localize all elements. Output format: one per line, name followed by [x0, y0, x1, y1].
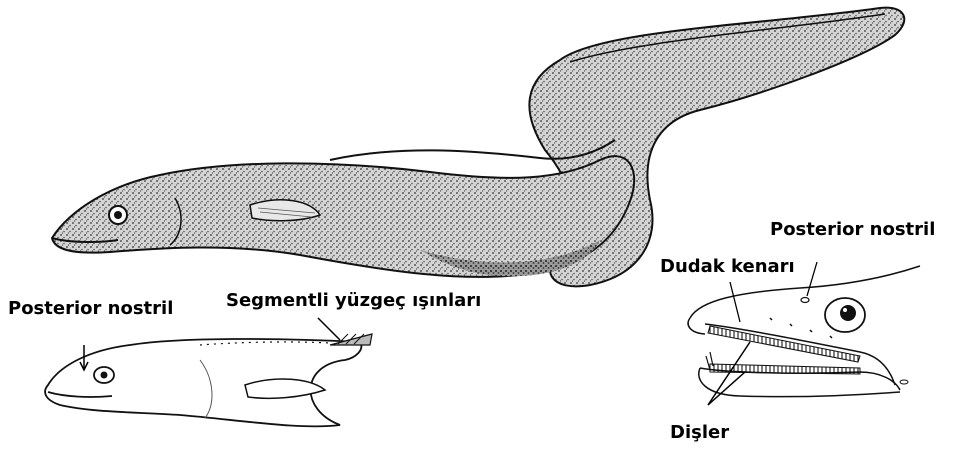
left-head-outline — [45, 339, 361, 426]
left-pectoral-fin — [245, 379, 325, 398]
label-posterior-nostril-right: Posterior nostril — [770, 221, 935, 239]
right-snout — [688, 318, 705, 334]
label-segmented-fin-rays: Segmentli yüzgeç ışınları — [226, 292, 481, 310]
label-lip-margin: Dudak kenarı — [660, 258, 795, 276]
left-head-detail — [45, 318, 372, 426]
main-eel-illustration — [52, 8, 904, 287]
right-posterior-nostril — [801, 298, 809, 303]
label-posterior-nostril-left: Posterior nostril — [8, 300, 173, 318]
eel-pupil — [114, 211, 122, 219]
right-head-detail — [688, 262, 920, 405]
pointer-lip-margin — [730, 282, 740, 322]
pointer-posterior-nostril-right — [807, 262, 817, 296]
arrow-fin-rays — [318, 318, 340, 340]
label-teeth: Dişler — [670, 424, 729, 442]
